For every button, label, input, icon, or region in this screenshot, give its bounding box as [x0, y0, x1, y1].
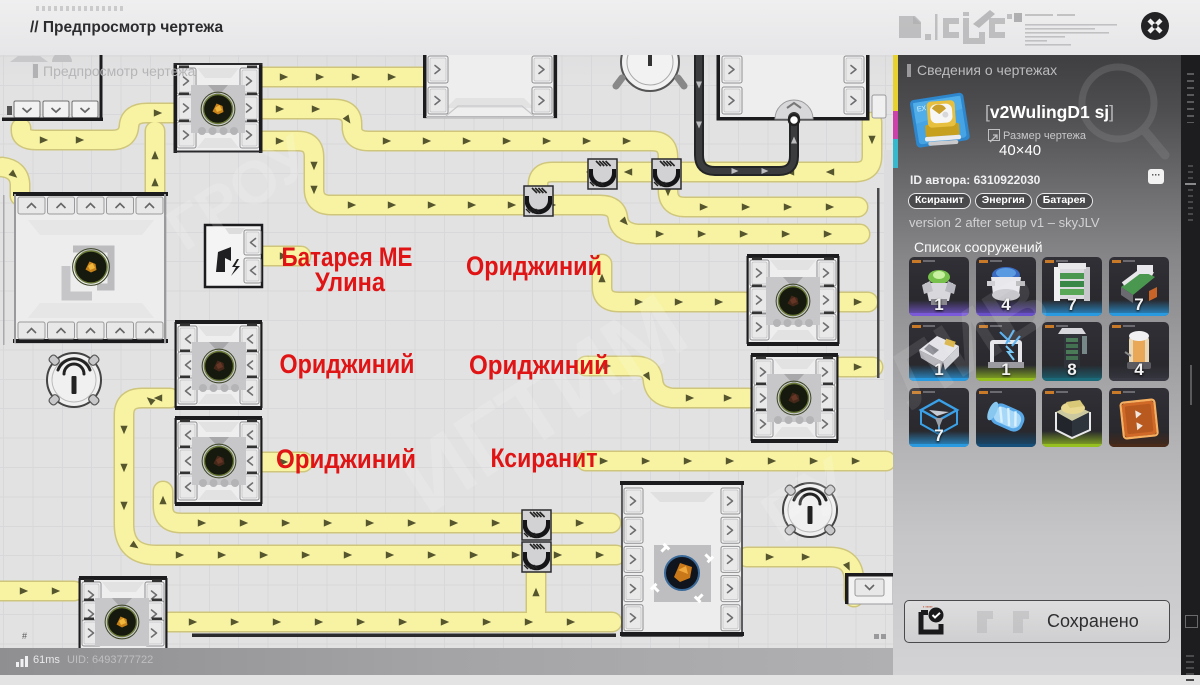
svg-text:Батарея МЕ: Батарея МЕ [282, 242, 413, 272]
svg-text:Ориджиний: Ориджиний [276, 444, 416, 474]
svg-text:Ориджиний: Ориджиний [280, 349, 415, 379]
svg-text:#: # [22, 631, 27, 641]
svg-text:EX: EX [916, 105, 927, 113]
svg-text:Улина: Улина [315, 267, 386, 297]
svg-text:Предпросмотр чертежа: Предпросмотр чертежа [43, 63, 196, 79]
svg-text:Ориджиний: Ориджиний [466, 251, 602, 281]
svg-text:Ориджиний: Ориджиний [469, 350, 609, 380]
svg-text:Ксиранит: Ксиранит [491, 443, 598, 473]
